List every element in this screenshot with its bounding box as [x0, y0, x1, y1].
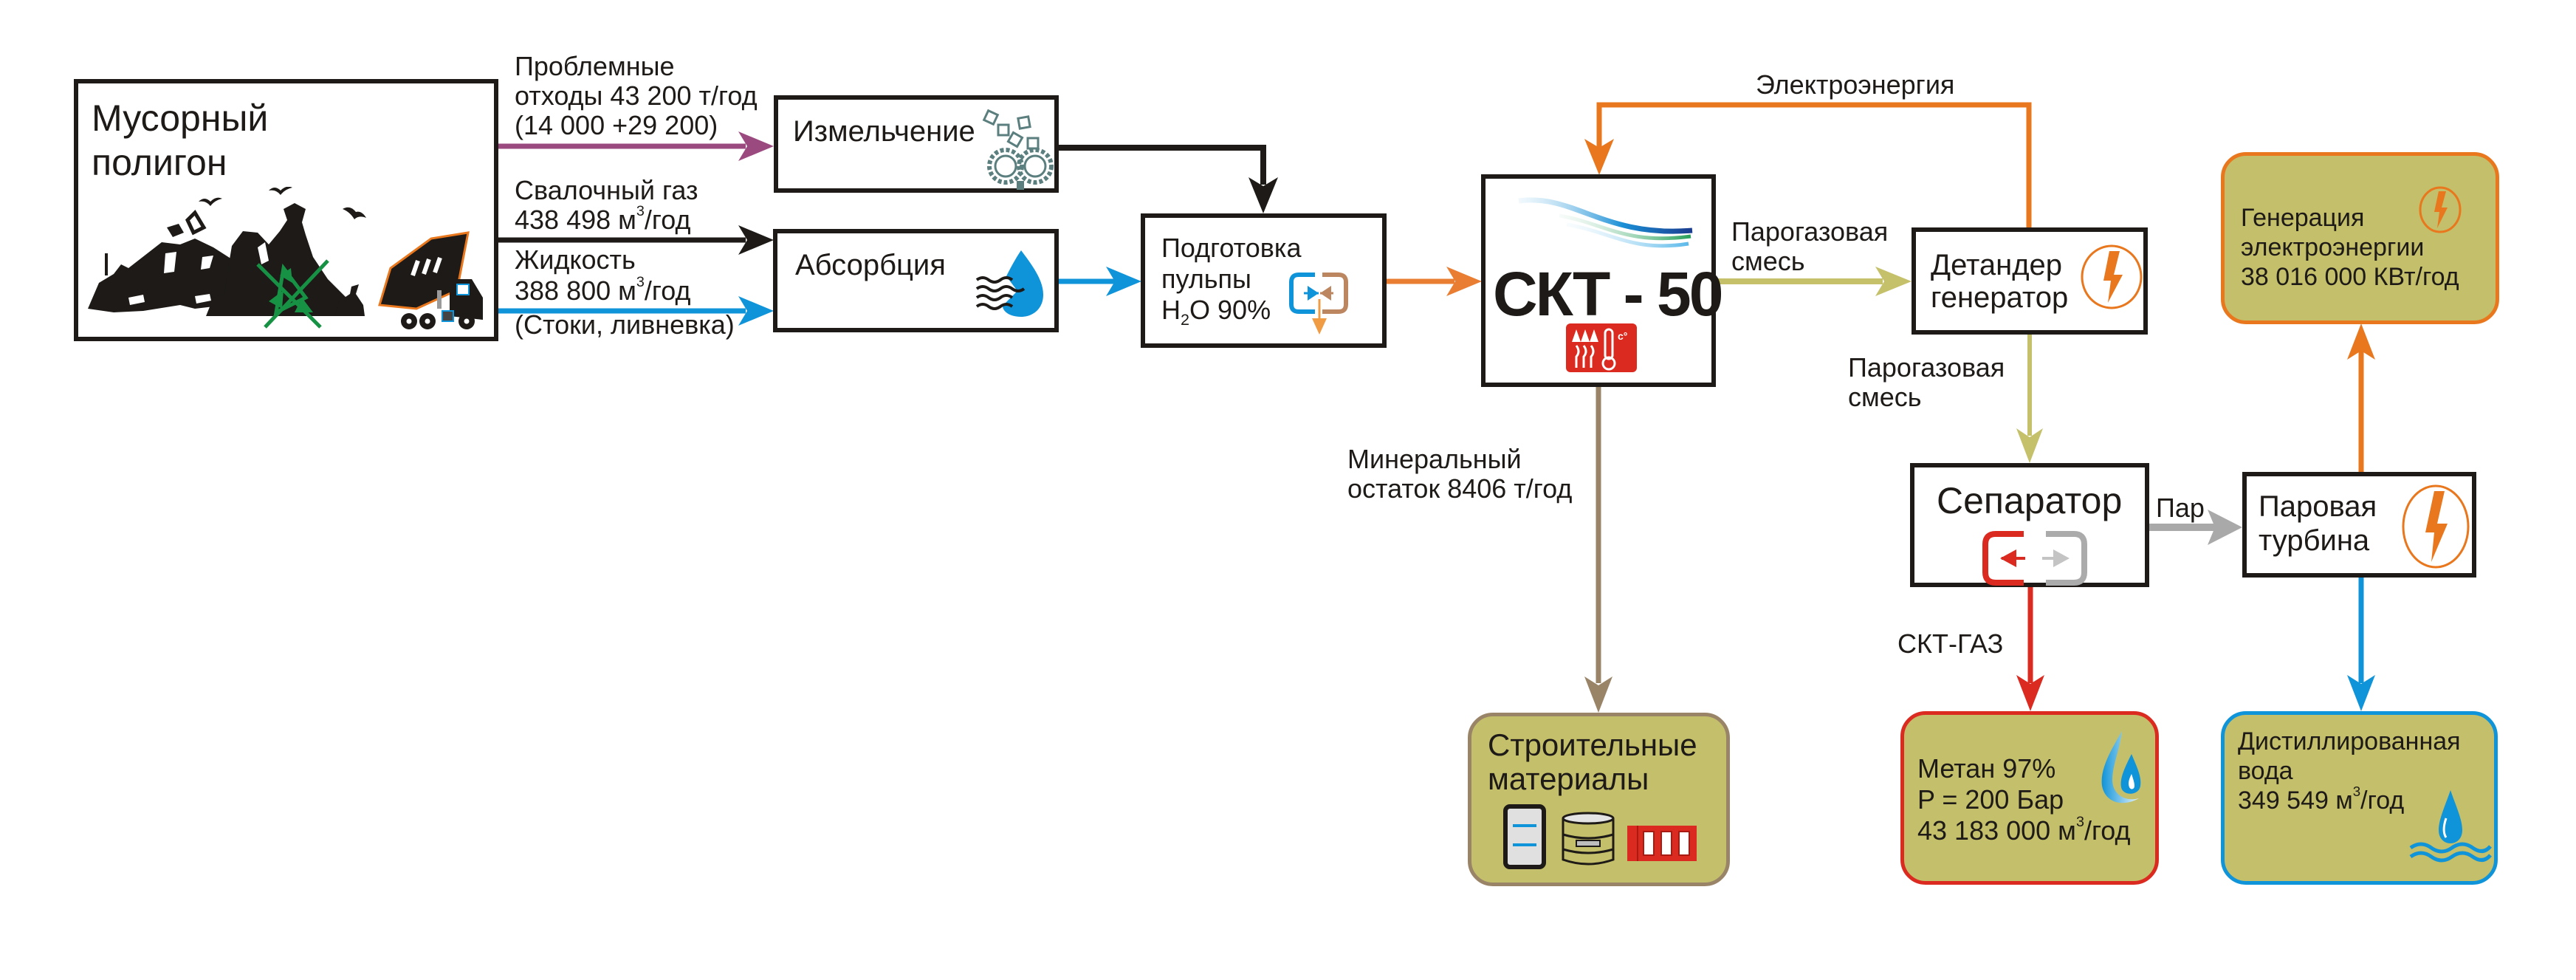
expander-line2: генератор [1931, 281, 2069, 314]
arrow-turbine-to-water [2347, 577, 2375, 711]
heat-thermometer-icon: c° [1566, 323, 1637, 372]
waves-logo-icon [1518, 197, 1693, 248]
gas-unit: /год [644, 205, 691, 235]
separator-node[interactable]: Сепаратор [1910, 463, 2149, 587]
methane-value: 43 183 000 м [1917, 815, 2076, 846]
arrow-grinding-to-pulp [1058, 145, 1278, 213]
label-gas-line1: Свалочный газ [515, 175, 698, 205]
lightning-icon [2081, 244, 2143, 309]
water-value: 349 549 м [2238, 787, 2353, 815]
methane-unit: /год [2084, 815, 2131, 846]
arrow-expander-to-separator [2016, 334, 2043, 463]
water-line2: вода [2238, 757, 2293, 785]
label-mineral-line1: Минеральный [1347, 444, 1522, 474]
methane-line1: Метан 97% [1917, 753, 2056, 784]
arrow-liquid [498, 296, 774, 326]
brick-icon [1627, 826, 1697, 861]
water-unit: /год [2360, 787, 2405, 815]
landfill-illustration-icon [88, 187, 483, 329]
absorption-node[interactable]: Абсорбция [773, 229, 1059, 332]
arrow-turbine-to-power [2347, 323, 2375, 472]
label-waste-line2: отходы 43 200 т/год [515, 80, 758, 111]
water-drop-waves-icon [975, 250, 1043, 317]
methane-sup: 3 [2075, 814, 2084, 831]
label-mineral-line2: остаток 8406 т/год [1347, 473, 1573, 504]
expander-line1: Детандер [1931, 249, 2063, 281]
water-line3: 349 549 м3/год [2238, 784, 2405, 815]
label-liquid-line3: (Стоки, ливневка) [515, 309, 735, 340]
pulp-sub: 2 [1181, 310, 1190, 329]
barrel-icon [1562, 812, 1615, 866]
pulp-line3: H2O 90% [1161, 295, 1271, 335]
liquid-value: 388 800 м [515, 275, 636, 306]
arrow-absorption-to-pulp [1058, 267, 1141, 296]
absorption-label: Абсорбция [795, 249, 946, 281]
label-waste-line1: Проблемные [515, 51, 675, 81]
arrow-gas [498, 225, 774, 255]
building-line2: материалы [1488, 761, 1649, 796]
arrow-steam [2149, 510, 2242, 545]
liquid-sup: 3 [636, 274, 645, 291]
methane-line2: P = 200 Бар [1917, 784, 2064, 815]
pulp-rest: O 90% [1189, 295, 1271, 325]
arrow-skt-to-expander [1715, 267, 1912, 296]
landfill-title-line1: Мусорный [92, 97, 269, 139]
pulp-line2: пульпы [1161, 264, 1251, 294]
turbine-line2: турбина [2259, 524, 2370, 557]
expander-node[interactable]: Детандер генератор [1912, 227, 2148, 335]
label-liquid-line1: Жидкость [515, 244, 636, 275]
gas-value: 438 498 м [515, 205, 636, 235]
separator-label: Сепаратор [1937, 480, 2123, 521]
separator-icon [1982, 531, 2087, 586]
building-line1: Строительные [1488, 727, 1697, 762]
grinding-label: Измельчение [793, 115, 975, 148]
product-power[interactable]: Генерация электроэнергии 38 016 000 КВт/… [2221, 152, 2499, 324]
product-water[interactable]: Дистиллированная вода 349 549 м3/год [2221, 711, 2498, 885]
product-building-materials[interactable]: Строительные материалы [1468, 713, 1730, 886]
pulp-h: H [1161, 295, 1181, 325]
methane-line3: 43 183 000 м3/год [1917, 815, 2131, 846]
arrow-electricity [1584, 102, 2032, 227]
liquid-unit: /год [644, 275, 691, 306]
power-line3: 38 016 000 КВт/год [2241, 263, 2459, 291]
label-steam-gas-2-line1: Парогазовая [1848, 352, 2005, 383]
turbine-line1: Паровая [2259, 490, 2377, 523]
landfill-node[interactable]: Мусорный полигон [74, 79, 498, 341]
arrow-skt-gas [2016, 586, 2044, 711]
gas-drop-icon [2101, 731, 2141, 803]
landfill-title-line2: полигон [92, 142, 227, 183]
mixer-icon [1289, 273, 1348, 335]
lightning-icon [2419, 186, 2462, 233]
skt-title: СКТ - 50 [1493, 259, 1723, 329]
svg-text:c°: c° [1618, 330, 1627, 342]
label-gas-line2: 438 498 м3/год [515, 203, 691, 235]
water-line1: Дистиллированная [2238, 727, 2461, 755]
label-electricity: Электроэнергия [1756, 69, 1955, 100]
label-steam-gas-1-line1: Парогазовая [1731, 216, 1889, 247]
power-line1: Генерация [2241, 204, 2365, 232]
skt-node[interactable]: СКТ - 50 c° [1481, 174, 1723, 387]
label-steam: Пар [2156, 493, 2205, 523]
arrow-waste [498, 131, 774, 161]
turbine-node[interactable]: Паровая турбина [2242, 472, 2476, 578]
product-methane[interactable]: Метан 97% P = 200 Бар 43 183 000 м3/год [1900, 711, 2159, 885]
label-waste-line3: (14 000 +29 200) [515, 110, 718, 140]
grinding-node[interactable]: Измельчение [774, 95, 1059, 193]
power-line2: электроэнергии [2241, 233, 2425, 261]
label-steam-gas-1-line2: смесь [1731, 246, 1805, 276]
lightning-icon [2402, 484, 2470, 569]
panel-icon [1503, 804, 1546, 869]
pulp-node[interactable]: Подготовка пульпы H2O 90% [1141, 213, 1387, 348]
label-steam-gas-2-line2: смесь [1848, 382, 1922, 412]
water-sup: 3 [2352, 784, 2361, 800]
arrow-mineral [1584, 386, 1612, 713]
label-skt-gas: СКТ-ГАЗ [1897, 628, 2004, 659]
water-drop-icon [2409, 790, 2492, 863]
pulp-line1: Подготовка [1161, 233, 1302, 263]
gears-icon [982, 109, 1054, 190]
arrow-pulp-to-skt [1387, 267, 1482, 296]
label-liquid-line2: 388 800 м3/год [515, 274, 691, 306]
gas-sup: 3 [636, 203, 645, 220]
